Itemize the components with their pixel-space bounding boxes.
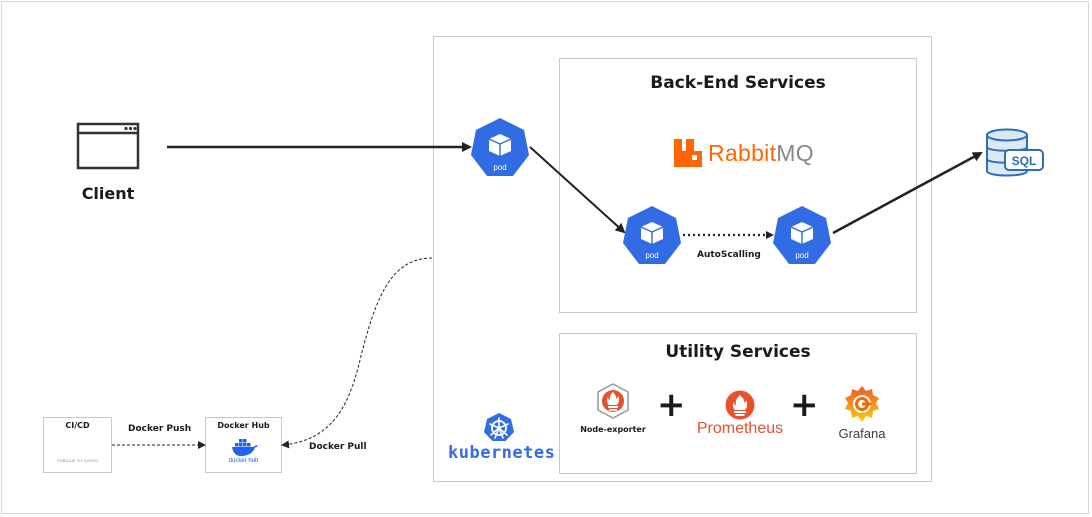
pod-icon [773, 206, 831, 264]
pod-label: pod [795, 251, 809, 260]
rabbitmq-icon [674, 139, 702, 167]
sql-label: SQL [1012, 154, 1037, 168]
pod-service-1: pod [622, 205, 682, 265]
cicd-title: CI/CD [65, 421, 90, 430]
pod-icon [623, 206, 681, 264]
kubernetes-helm-icon [484, 413, 514, 441]
pod-service-2: pod [772, 205, 832, 265]
autoscaling-label: AutoScalling [697, 250, 761, 260]
rabbitmq-text: RabbitMQ [708, 139, 814, 166]
prometheus: Prometheus [690, 390, 790, 440]
node-exporter: Node-exporter [578, 383, 648, 439]
docker-whale-icon [232, 439, 258, 456]
browser-window-icon [76, 122, 140, 170]
client: Client [70, 122, 146, 204]
arrow-pod-to-service [529, 146, 626, 234]
dockerhub-sublabel: docker hub [228, 458, 259, 464]
docker-push-label: Docker Push [128, 424, 192, 434]
pod-gateway: pod [470, 117, 530, 177]
node-exporter-icon [597, 383, 629, 419]
dockerhub-title: Docker Hub [217, 421, 270, 430]
client-label: Client [81, 184, 135, 203]
kubernetes-logo: kubernetes [448, 412, 556, 463]
cicd-box: CI/CD CIRCLE CI LOGO [43, 417, 112, 473]
kubernetes-label: kubernetes [448, 443, 556, 463]
prometheus-label: Prometheus [696, 420, 784, 437]
docker-pull-label: Docker Pull [309, 442, 367, 452]
backend-services-title: Back-End Services [650, 73, 826, 93]
utility-services-title: Utility Services [665, 342, 811, 362]
grafana-label: Grafana [838, 426, 886, 441]
sql-database: SQL [983, 127, 1045, 181]
arrow-service-to-database [832, 151, 983, 235]
pod-label: pod [645, 251, 659, 260]
pod-icon [471, 118, 529, 176]
cicd-logo-text: CIRCLE CI LOGO [56, 458, 99, 463]
rabbitmq-logo: RabbitMQ [672, 137, 814, 169]
dockerhub-box: Docker Hub docker hub [205, 417, 282, 473]
sql-database-icon: SQL [986, 128, 1044, 177]
pod-label: pod [493, 163, 507, 172]
grafana-icon [845, 386, 879, 422]
backend-services-box [559, 58, 917, 313]
arrow-docker-pull [281, 257, 433, 449]
plus-sign: + [790, 385, 819, 425]
node-exporter-label: Node-exporter [580, 425, 646, 434]
grafana: Grafana [830, 383, 894, 441]
plus-sign: + [657, 385, 686, 425]
prometheus-icon [725, 390, 755, 420]
